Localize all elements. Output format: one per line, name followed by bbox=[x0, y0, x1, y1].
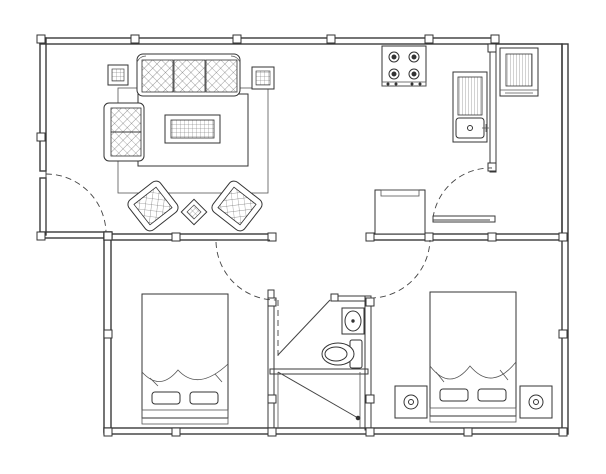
living-room bbox=[103, 53, 275, 232]
sofa-left bbox=[103, 102, 145, 162]
end-table-left bbox=[107, 64, 129, 86]
sink-counter bbox=[452, 71, 489, 143]
kitchen-island bbox=[374, 189, 426, 235]
stove bbox=[381, 45, 427, 87]
end-table-right bbox=[251, 66, 275, 90]
armchair-right bbox=[211, 180, 263, 232]
wall-posts bbox=[36, 34, 568, 437]
bedroom-left bbox=[141, 293, 229, 425]
toilet bbox=[321, 339, 363, 369]
sofa-top bbox=[136, 53, 241, 97]
bathroom bbox=[321, 307, 365, 369]
kitchen bbox=[374, 45, 539, 235]
doors bbox=[45, 167, 493, 421]
bedroom-right bbox=[394, 291, 553, 423]
side-table bbox=[180, 198, 208, 226]
bathroom-sink bbox=[341, 307, 365, 335]
refrigerator bbox=[499, 47, 539, 97]
armchair-left bbox=[127, 180, 179, 232]
